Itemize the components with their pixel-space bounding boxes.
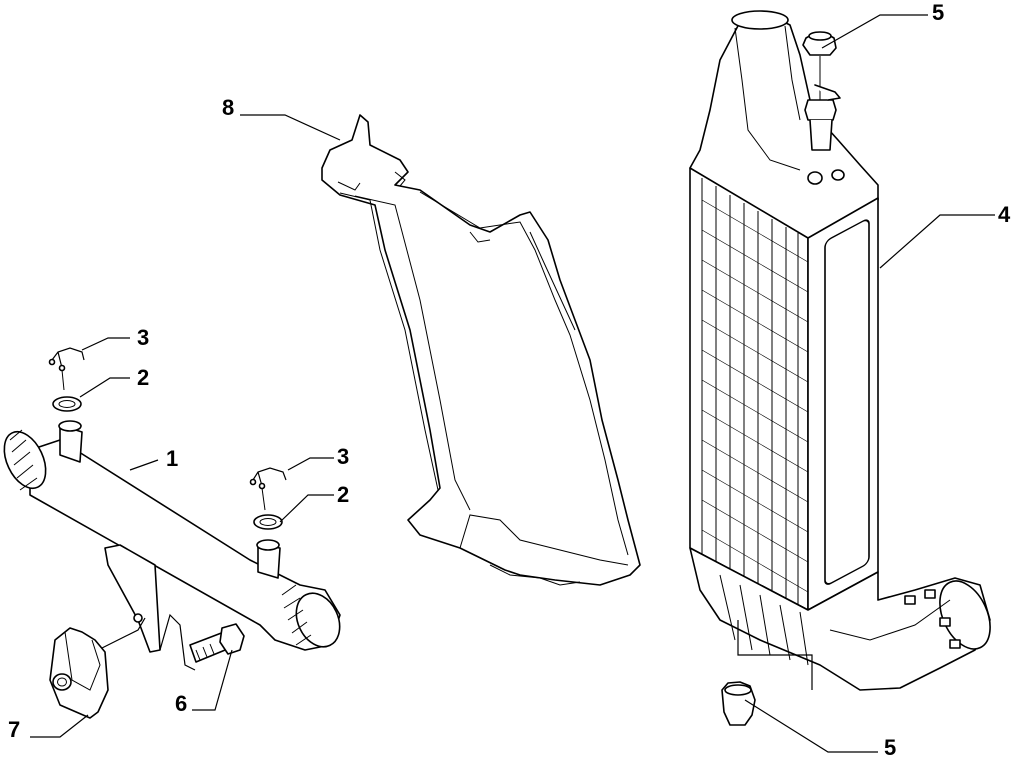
core-fins (701, 178, 799, 605)
callout-labels: 1 2 2 3 3 4 5 5 6 7 8 (8, 0, 1011, 758)
part-6-bolt (189, 623, 245, 663)
callout-7: 7 (8, 717, 20, 742)
callout-5-bottom: 5 (884, 735, 896, 758)
callout-6: 6 (175, 691, 187, 716)
leader-lines (30, 14, 995, 753)
callout-1: 1 (166, 446, 178, 471)
part-7-clip-nut (49, 627, 109, 719)
callout-4: 4 (998, 202, 1011, 227)
part-4-intercooler (689, 10, 991, 691)
callout-8: 8 (222, 95, 234, 120)
callout-5-top: 5 (932, 0, 944, 25)
callout-2-left: 2 (137, 365, 149, 390)
part-2-seal-rings (52, 396, 283, 530)
callout-2-right: 2 (337, 482, 349, 507)
part-3-spring-clips (48, 347, 287, 511)
callout-3-right: 3 (337, 444, 349, 469)
part-8-air-duct (321, 114, 641, 586)
callout-3-left: 3 (137, 325, 149, 350)
part-5-lower-mount (721, 681, 756, 726)
core-fin-hatching (701, 199, 809, 593)
part-5-upper-mount (802, 31, 841, 151)
part-1-intake-pipe (3, 420, 341, 653)
